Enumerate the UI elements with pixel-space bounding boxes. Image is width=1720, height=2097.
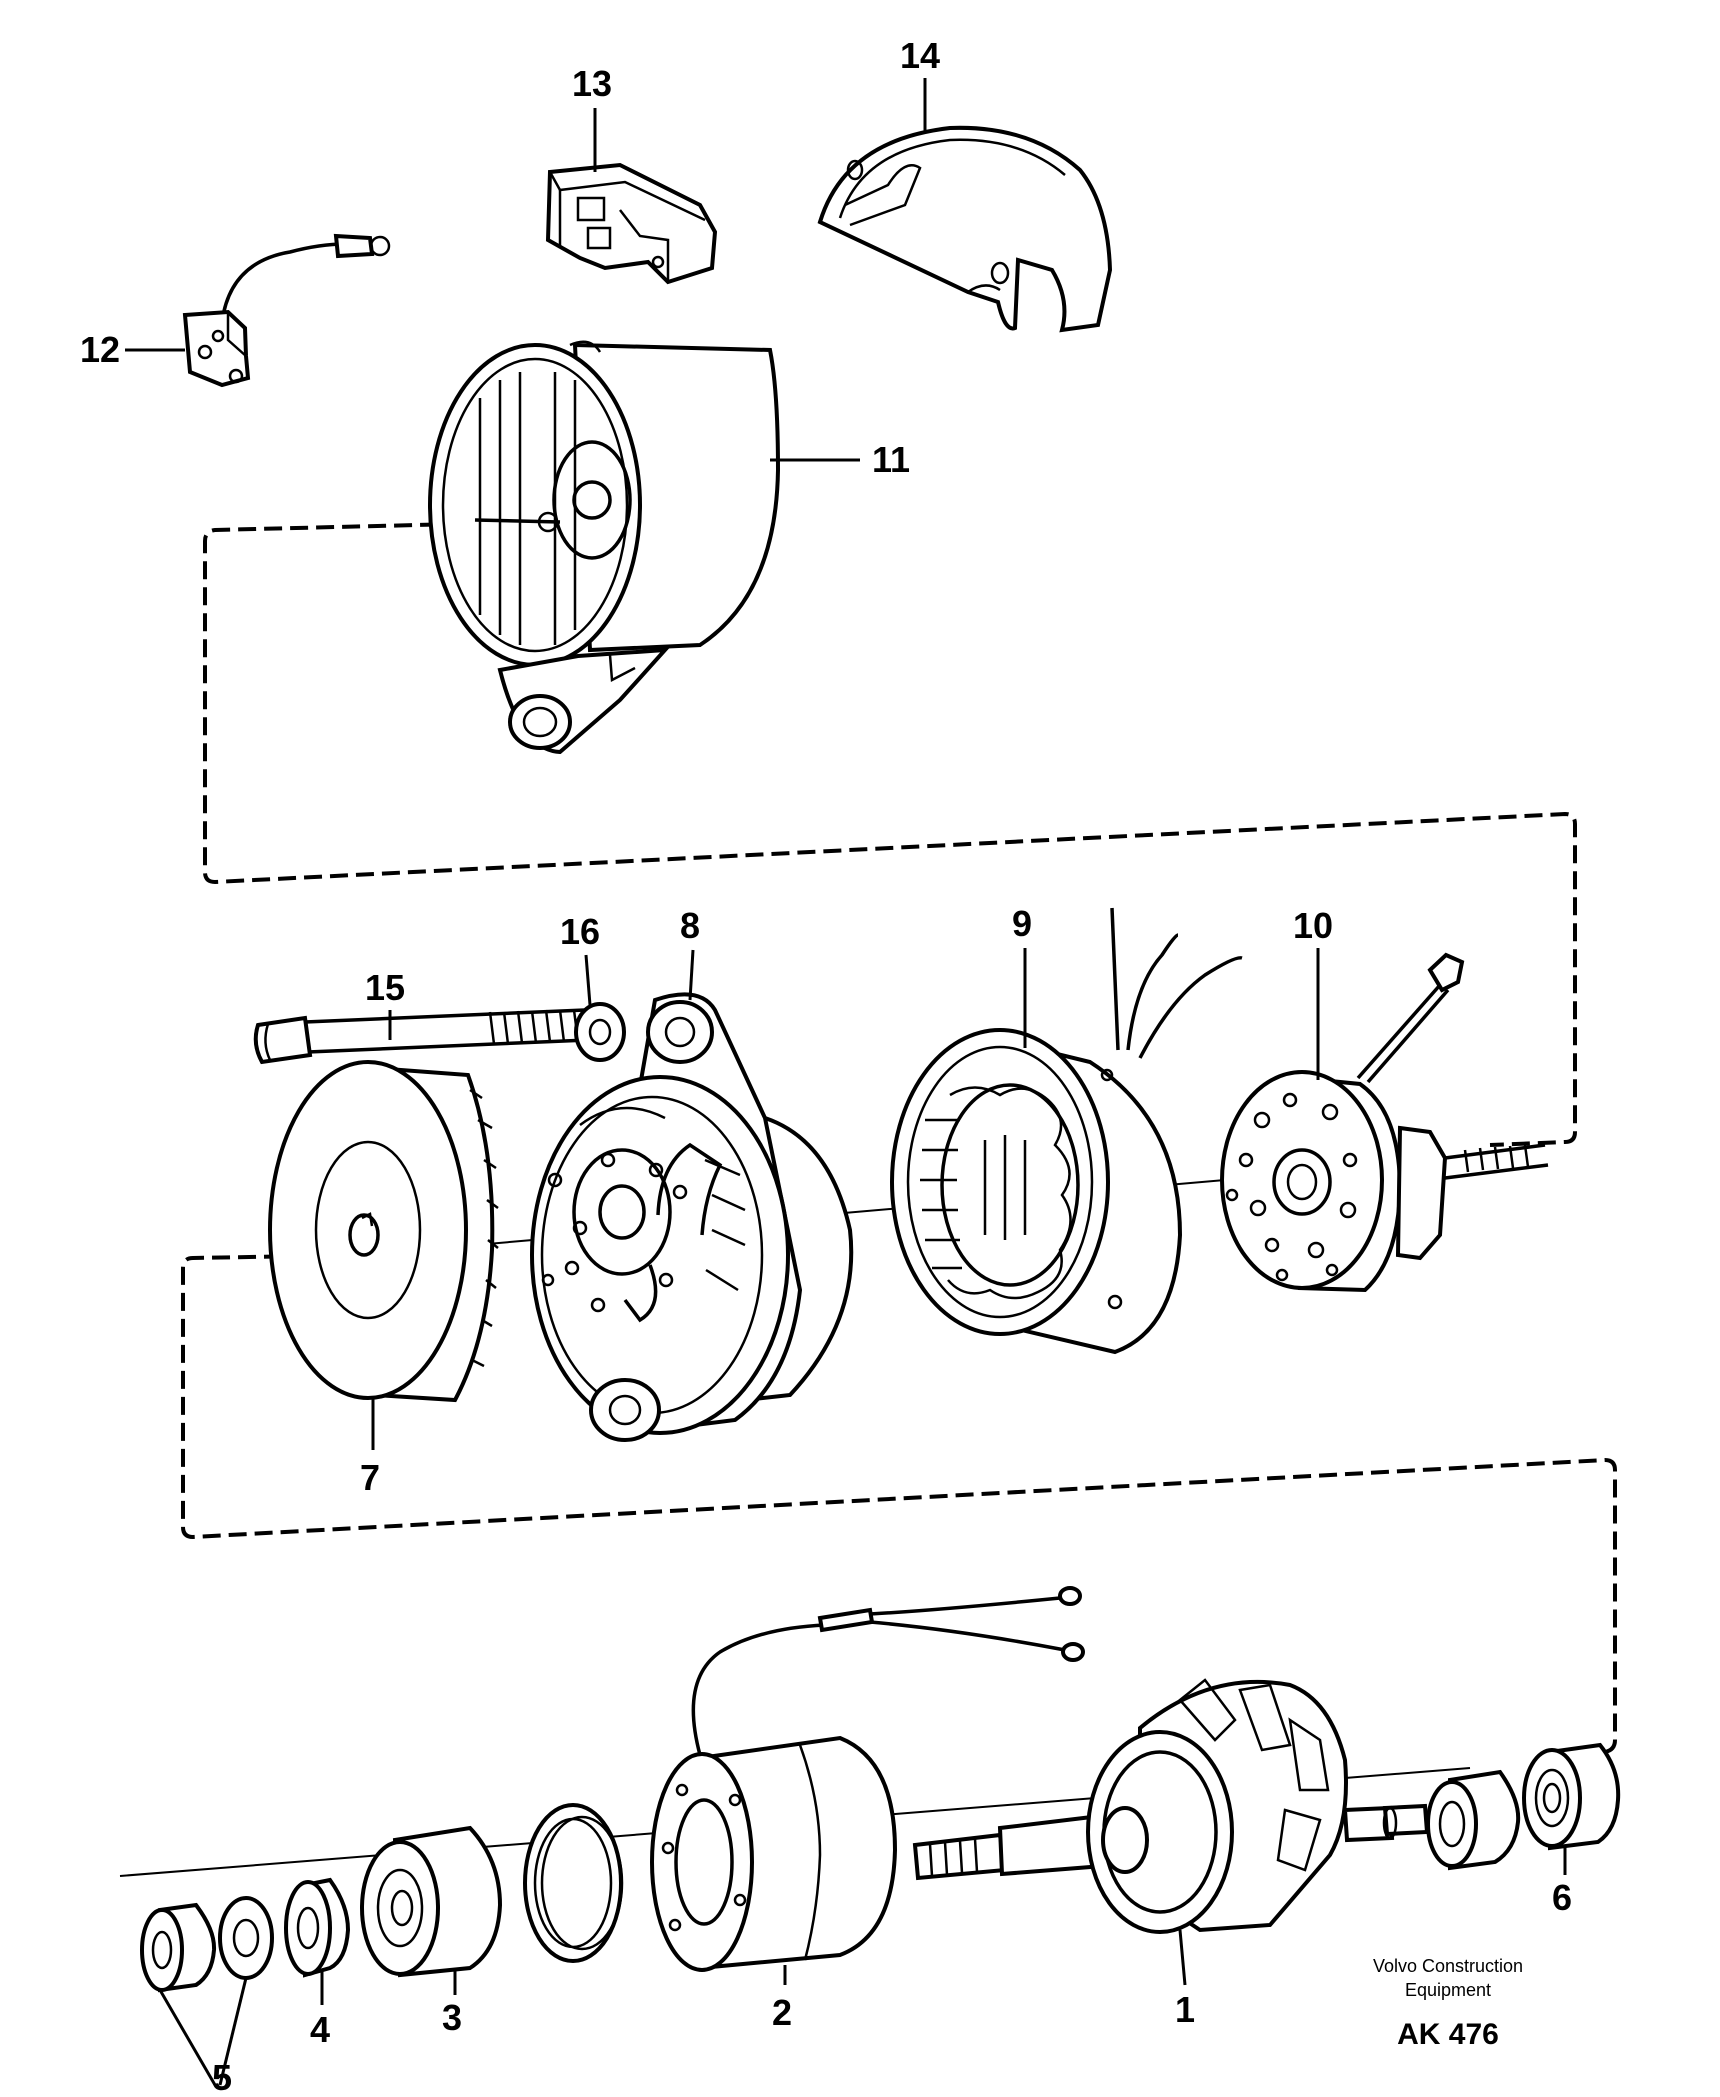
- callout-8: 8: [680, 905, 700, 946]
- callout-2: 2: [772, 1992, 792, 2033]
- drawing-code: AK 476: [1397, 2018, 1499, 2051]
- part-13-regulator: [545, 162, 718, 285]
- part-12-connector: [182, 233, 391, 388]
- callout-5: 5: [212, 2057, 232, 2097]
- part-10-rectifier: [1220, 952, 1549, 1293]
- callout-14: 14: [900, 35, 940, 76]
- part-4-spacer: [284, 1877, 351, 1978]
- callout-7: 7: [360, 1457, 380, 1498]
- callout-3: 3: [442, 1997, 462, 2038]
- part-11-rear-housing: [428, 340, 781, 755]
- leader-lines: [125, 78, 1567, 2086]
- part-3-bearing: [360, 1825, 503, 1978]
- part-6-bearing: [1426, 1742, 1621, 1871]
- brand-line-1: Volvo Construction: [1373, 1956, 1523, 1976]
- part-16-washer: [574, 1002, 626, 1062]
- callout-6: 6: [1552, 1877, 1572, 1918]
- callout-16: 16: [560, 911, 600, 952]
- callout-10: 10: [1293, 905, 1333, 946]
- assembly-path-top: [203, 518, 1577, 1147]
- callout-11: 11: [872, 439, 910, 480]
- callout-13: 13: [572, 63, 612, 104]
- callout-12: 12: [80, 329, 120, 370]
- brand-line-2: Equipment: [1405, 1980, 1491, 2000]
- part-2-slip-ring-housing: [650, 1586, 1085, 1972]
- callout-4: 4: [310, 2009, 330, 2050]
- callout-1: 1: [1175, 1989, 1195, 2030]
- callout-9: 9: [1012, 903, 1032, 944]
- part-14-cover-shell: [817, 125, 1113, 333]
- part-8-drive-end-shield: [530, 992, 854, 1442]
- part-7-pulley-fan: [268, 1060, 499, 1403]
- part-9-stator: [890, 907, 1243, 1355]
- seal-ring: [523, 1803, 624, 1963]
- part-15-through-bolt: [253, 1008, 592, 1065]
- part-5-washers: [140, 1896, 274, 1993]
- part-1-rotor: [912, 1678, 1430, 1934]
- callout-15: 15: [365, 967, 405, 1008]
- assembly-path-bottom: [181, 1253, 1617, 1760]
